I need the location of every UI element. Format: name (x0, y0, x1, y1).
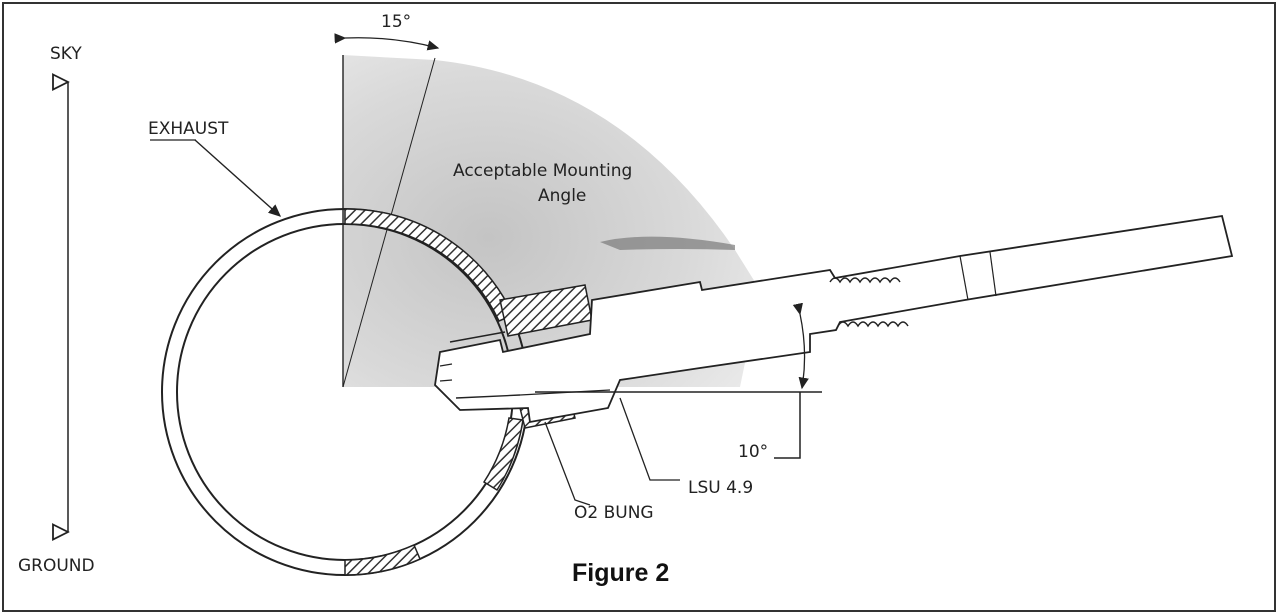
exhaust-label: EXHAUST (148, 119, 229, 139)
acceptable-angle-label-line1: Acceptable Mounting (453, 161, 632, 181)
sector-shadow (600, 236, 735, 250)
figure-caption: Figure 2 (572, 559, 669, 587)
acceptable-angle-label-line2: Angle (538, 186, 586, 206)
o2-bung-label: O2 BUNG (574, 503, 654, 523)
ten-degree-leader (774, 392, 801, 459)
bung-leader (544, 421, 591, 506)
ten-degree-arc (792, 302, 809, 390)
fifteen-degree-arc (334, 33, 440, 51)
ground-label: GROUND (18, 556, 95, 576)
sky-label: SKY (50, 44, 82, 64)
exhaust-wall-section-bottom (344, 544, 421, 576)
ten-degree-label: 10° (738, 442, 768, 462)
exhaust-leader (194, 139, 282, 217)
lsu-label: LSU 4.9 (688, 478, 753, 498)
lsu-leader (619, 397, 680, 481)
fifteen-degree-label: 15° (381, 12, 411, 32)
lsu-sensor (434, 214, 1234, 424)
exhaust-wall-section-right (482, 417, 524, 492)
